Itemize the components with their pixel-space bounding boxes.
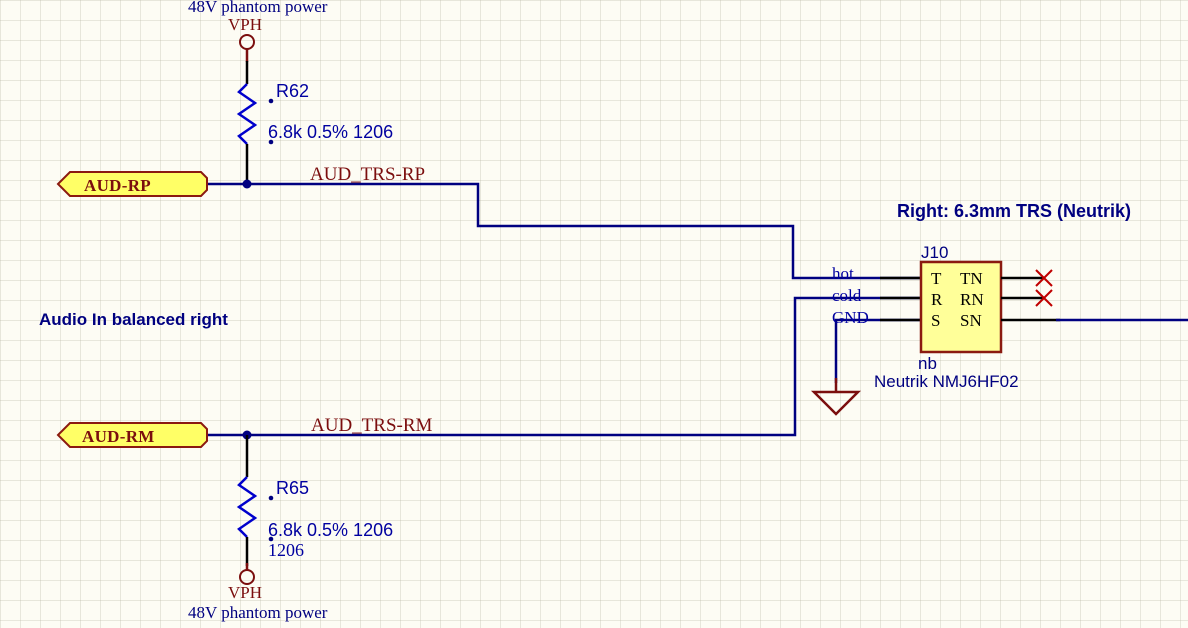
net-name-aud-trs-rp: AUD_TRS-RP	[310, 164, 426, 185]
resistor-symbol-r62	[236, 83, 258, 145]
signal-label-cold: cold	[832, 286, 862, 305]
signal-label-hot: hot	[832, 264, 854, 283]
connector-body-j10[interactable]	[919, 260, 1003, 354]
attr-dot-r62-val	[268, 139, 274, 145]
pin-name-sn: SN	[960, 311, 982, 330]
power-note-bottom: 48V phantom power	[188, 603, 328, 622]
resistor-symbol-r65	[236, 476, 258, 538]
wire-aud-trs-rp	[207, 182, 921, 280]
refdes-j10[interactable]: J10	[921, 243, 949, 262]
ground-symbol	[810, 390, 862, 416]
section-title-right: Right: 6.3mm TRS (Neutrik)	[897, 201, 1132, 221]
refdes-r62[interactable]: R62	[276, 81, 310, 101]
connector-sub-label: nb	[918, 354, 937, 373]
no-connect-icon-tn	[1035, 269, 1053, 287]
wire-aud-trs-rm	[207, 296, 921, 437]
net-flag-aud-rp[interactable]	[56, 171, 208, 197]
power-net-label-top: VPH	[228, 15, 263, 34]
pin-name-r: R	[931, 290, 943, 309]
pin-name-t: T	[931, 269, 942, 288]
power-symbol-vph-top	[239, 34, 255, 62]
junction-dot-rp	[242, 179, 252, 189]
section-title-left: Audio In balanced right	[39, 310, 228, 329]
power-symbol-vph-bottom	[239, 563, 255, 585]
attr-dot-r62-ref	[268, 98, 274, 104]
net-name-aud-trs-rm: AUD_TRS-RM	[311, 415, 433, 436]
pin-name-s: S	[931, 311, 941, 330]
attr-dot-r65-ref	[268, 495, 274, 501]
pin-name-tn: TN	[960, 269, 983, 288]
net-flag-label-aud-rm: AUD-RM	[82, 427, 155, 446]
power-note-top: 48V phantom power	[188, 0, 328, 16]
net-flag-label-aud-rp: AUD-RP	[84, 176, 151, 195]
value-r65[interactable]: 6.8k 0.5% 1206	[268, 520, 394, 540]
no-connect-icon-rn	[1035, 289, 1053, 307]
value-r62[interactable]: 6.8k 0.5% 1206	[268, 122, 394, 142]
pin-name-rn: RN	[960, 290, 984, 309]
power-net-label-bottom: VPH	[228, 583, 263, 602]
connector-part-number: Neutrik NMJ6HF02	[874, 372, 1019, 391]
net-flag-aud-rm[interactable]	[56, 422, 208, 448]
signal-label-gnd: GND	[832, 308, 869, 327]
footprint-r65: 1206	[268, 540, 304, 560]
refdes-r65[interactable]: R65	[276, 478, 310, 498]
attr-dot-r65-val	[268, 536, 274, 542]
